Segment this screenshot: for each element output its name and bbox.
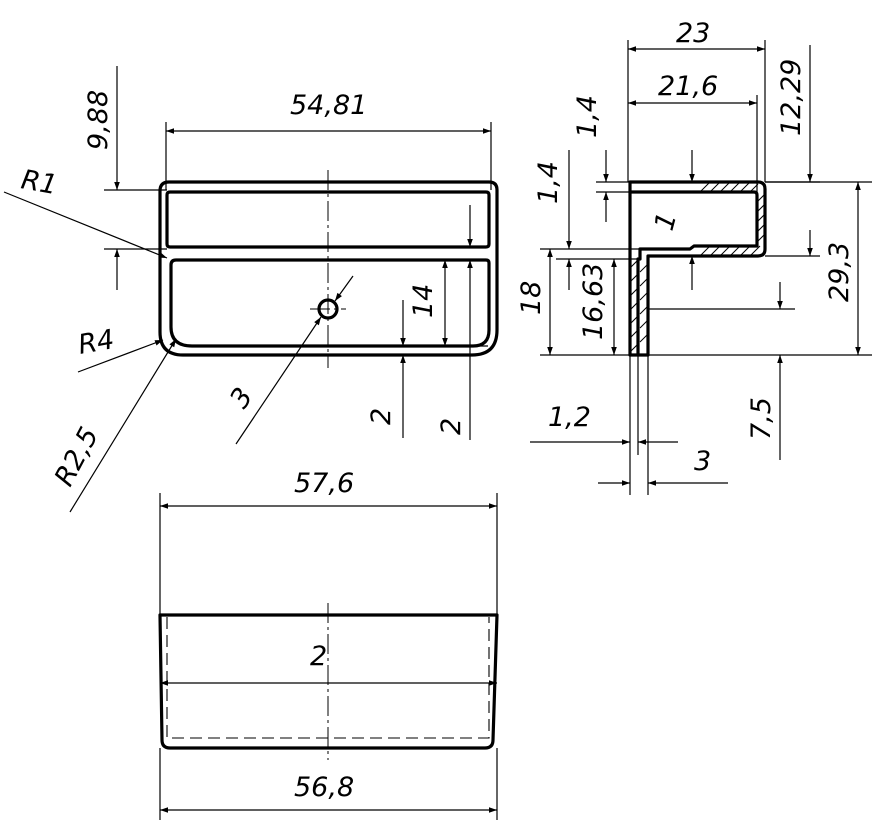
side-inner-contour [628,190,759,261]
front-view [158,170,499,368]
dim-hole-3: 3 [224,382,259,414]
dim-54-81: 54,81 [290,90,367,121]
bottom-outline [158,613,499,750]
side-outer-contour [628,180,767,357]
bottom-view [158,603,499,760]
dim-14: 14 [408,284,439,318]
dim-29-3: 29,3 [824,242,855,302]
dim-7-5: 7,5 [746,397,777,440]
dim-r4: R4 [76,324,117,361]
front-dimensions: 54,81 9,88 R1 R4 R2,5 3 14 2 2 [3,66,492,513]
side-section-view [628,180,767,357]
front-upper-slot [165,190,491,249]
dim-57-6: 57,6 [294,468,354,499]
dim-9-88: 9,88 [83,90,114,150]
side-hatching [629,181,766,353]
dim-1-2: 1,2 [548,402,591,433]
front-outer-outline [158,180,499,357]
dim-1-4-lower: 1,4 [533,161,564,204]
dim-12-29: 12,29 [776,59,807,136]
dim-r2-5: R2,5 [49,422,105,491]
dim-23: 23 [676,18,710,49]
dim-21-6: 21,6 [658,71,718,102]
dim-3: 3 [694,446,711,477]
dim-18: 18 [516,281,547,315]
dim-16-63: 16,63 [578,263,609,340]
dim-2-bottom: 2 [366,408,397,425]
dim-56-8: 56,8 [294,772,354,803]
bottom-dimensions: 57,6 2 56,8 [159,468,498,820]
dim-2-right: 2 [436,418,467,435]
dim-1: 1 [649,209,683,234]
dim-1-4-upper: 1,4 [572,95,603,138]
dim-r1: R1 [19,164,60,201]
dim-bottom-2: 2 [310,641,327,672]
front-lower-pocket [169,258,491,348]
